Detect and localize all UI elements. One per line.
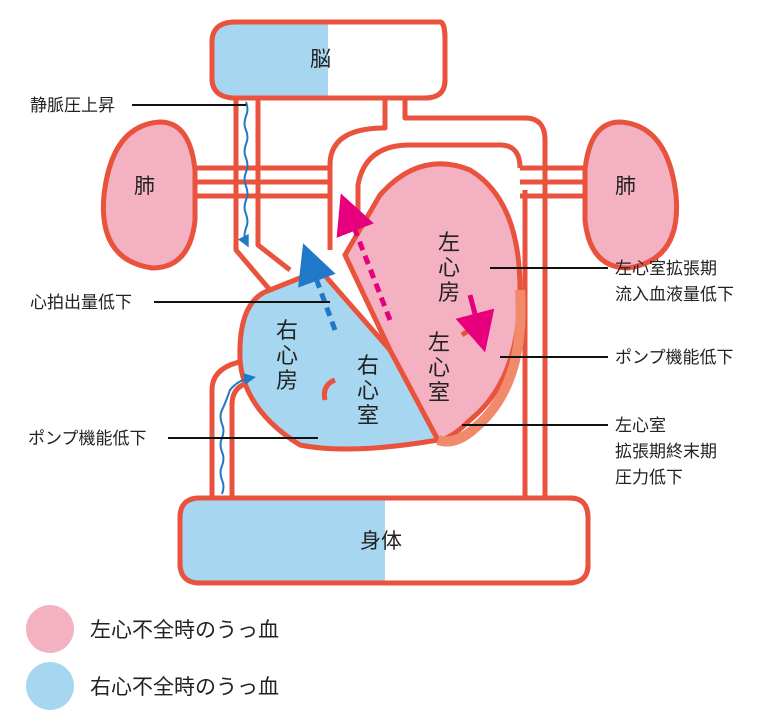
lv-filling-label-2: 流入血液量低下 xyxy=(615,285,734,305)
right-atrium-label: 右 心 房 xyxy=(276,319,298,394)
right-heart xyxy=(237,267,442,452)
left-atrium-label: 左 心 房 xyxy=(438,231,460,306)
heart xyxy=(237,161,526,452)
mitral-flow-arrow xyxy=(455,294,495,353)
legend-item-left-failure: 左心不全時のうっ血 xyxy=(26,605,279,653)
svg-text:心: 心 xyxy=(428,356,450,381)
left-ventricle-label: 左 心 室 xyxy=(428,331,450,406)
body-organ xyxy=(177,495,591,586)
body-label: 身体 xyxy=(360,529,402,553)
right-lung xyxy=(582,119,680,271)
right-lung-label: 肺 xyxy=(615,174,636,198)
left-lung-label: 肺 xyxy=(134,174,155,198)
svc-flow-arrow xyxy=(237,101,249,248)
lv-filling-label-1: 左心室拡張期 xyxy=(615,259,717,279)
rv-outflow-arrow xyxy=(298,243,338,331)
svg-text:右: 右 xyxy=(276,319,298,344)
svg-text:室: 室 xyxy=(357,404,379,429)
legend: 左心不全時のうっ血 右心不全時のうっ血 xyxy=(26,605,279,710)
svg-text:房: 房 xyxy=(276,369,298,394)
brain-label: 脳 xyxy=(310,47,331,71)
left-lung xyxy=(100,119,198,271)
leader-lines xyxy=(132,104,608,439)
svg-text:心: 心 xyxy=(438,256,460,281)
lv-pressure-label-3: 圧力低下 xyxy=(615,468,683,488)
svg-text:心: 心 xyxy=(276,344,298,369)
legend-swatch-pink xyxy=(26,605,74,653)
lv-pressure-label-2: 拡張期終末期 xyxy=(615,442,717,462)
svg-text:右: 右 xyxy=(357,354,379,379)
svg-text:室: 室 xyxy=(428,381,450,406)
legend-swatch-blue xyxy=(26,662,74,710)
right-ventricle-label: 右 心 室 xyxy=(357,354,379,429)
la-backflow-arrow xyxy=(336,193,393,321)
vessel-network xyxy=(100,19,680,586)
pump-left-label: ポンプ機能低下 xyxy=(615,348,734,368)
lv-pressure-label-1: 左心室 xyxy=(615,416,666,436)
svg-text:左: 左 xyxy=(428,331,450,356)
pump-right-label: ポンプ機能低下 xyxy=(28,429,147,449)
legend-item-right-failure: 右心不全時のうっ血 xyxy=(26,662,279,710)
svg-text:左: 左 xyxy=(438,231,460,256)
cardiac-output-label: 心拍出量低下 xyxy=(30,293,132,313)
legend-label-right: 右心不全時のうっ血 xyxy=(90,675,279,699)
svg-text:心: 心 xyxy=(357,379,379,404)
svg-text:房: 房 xyxy=(438,281,460,306)
venous-pressure-label: 静脈圧上昇 xyxy=(30,96,115,116)
legend-label-left: 左心不全時のうっ血 xyxy=(90,618,279,642)
brain-organ xyxy=(209,19,448,101)
